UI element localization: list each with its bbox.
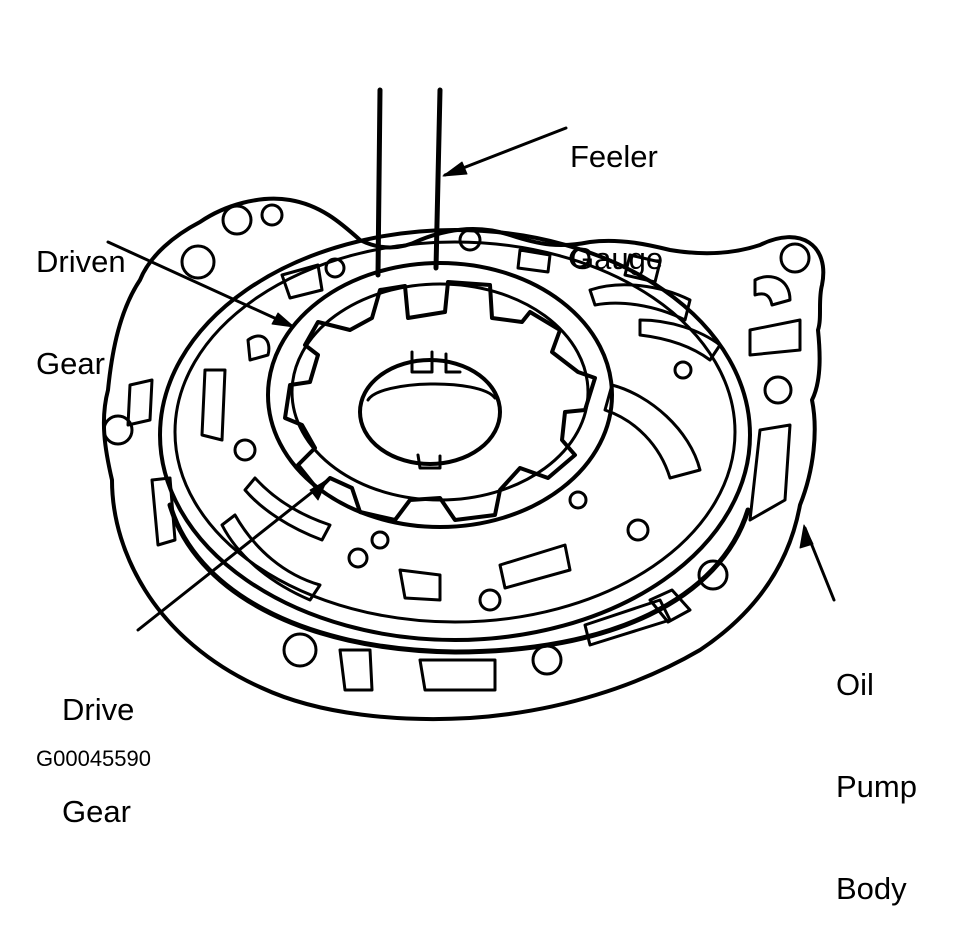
arrowheads <box>271 161 814 549</box>
label-oil-line1: Oil <box>836 667 874 702</box>
outer-ring <box>158 228 752 642</box>
label-feeler-gauge: Feeler Gauge <box>570 72 663 310</box>
label-oil-pump-body: Oil Pump Body <box>836 600 917 940</box>
feeler-gauge <box>375 87 443 278</box>
oil-pump-diagram <box>101 87 836 722</box>
label-driven-line1: Driven <box>36 244 126 279</box>
label-feeler-line2: Gauge <box>570 241 664 276</box>
oil-passages <box>126 248 802 692</box>
label-driven-gear: Driven Gear <box>36 177 126 415</box>
figure-id: G00045590 <box>36 746 151 771</box>
drive-gear <box>283 280 597 522</box>
label-oil-line2: Pump <box>836 769 917 804</box>
driven-gear-outer <box>266 261 614 529</box>
label-drive-gear: Drive Gear <box>62 625 134 863</box>
label-driven-line2: Gear <box>36 346 105 381</box>
label-drive-line1: Drive <box>62 692 135 727</box>
label-feeler-line1: Feeler <box>570 139 658 174</box>
label-drive-line2: Gear <box>62 794 131 829</box>
bolt-holes <box>102 203 811 676</box>
body-lower-ring <box>167 502 751 655</box>
label-oil-line3: Body <box>836 871 907 906</box>
inner-ring <box>173 240 737 624</box>
gear-bore <box>358 358 502 466</box>
